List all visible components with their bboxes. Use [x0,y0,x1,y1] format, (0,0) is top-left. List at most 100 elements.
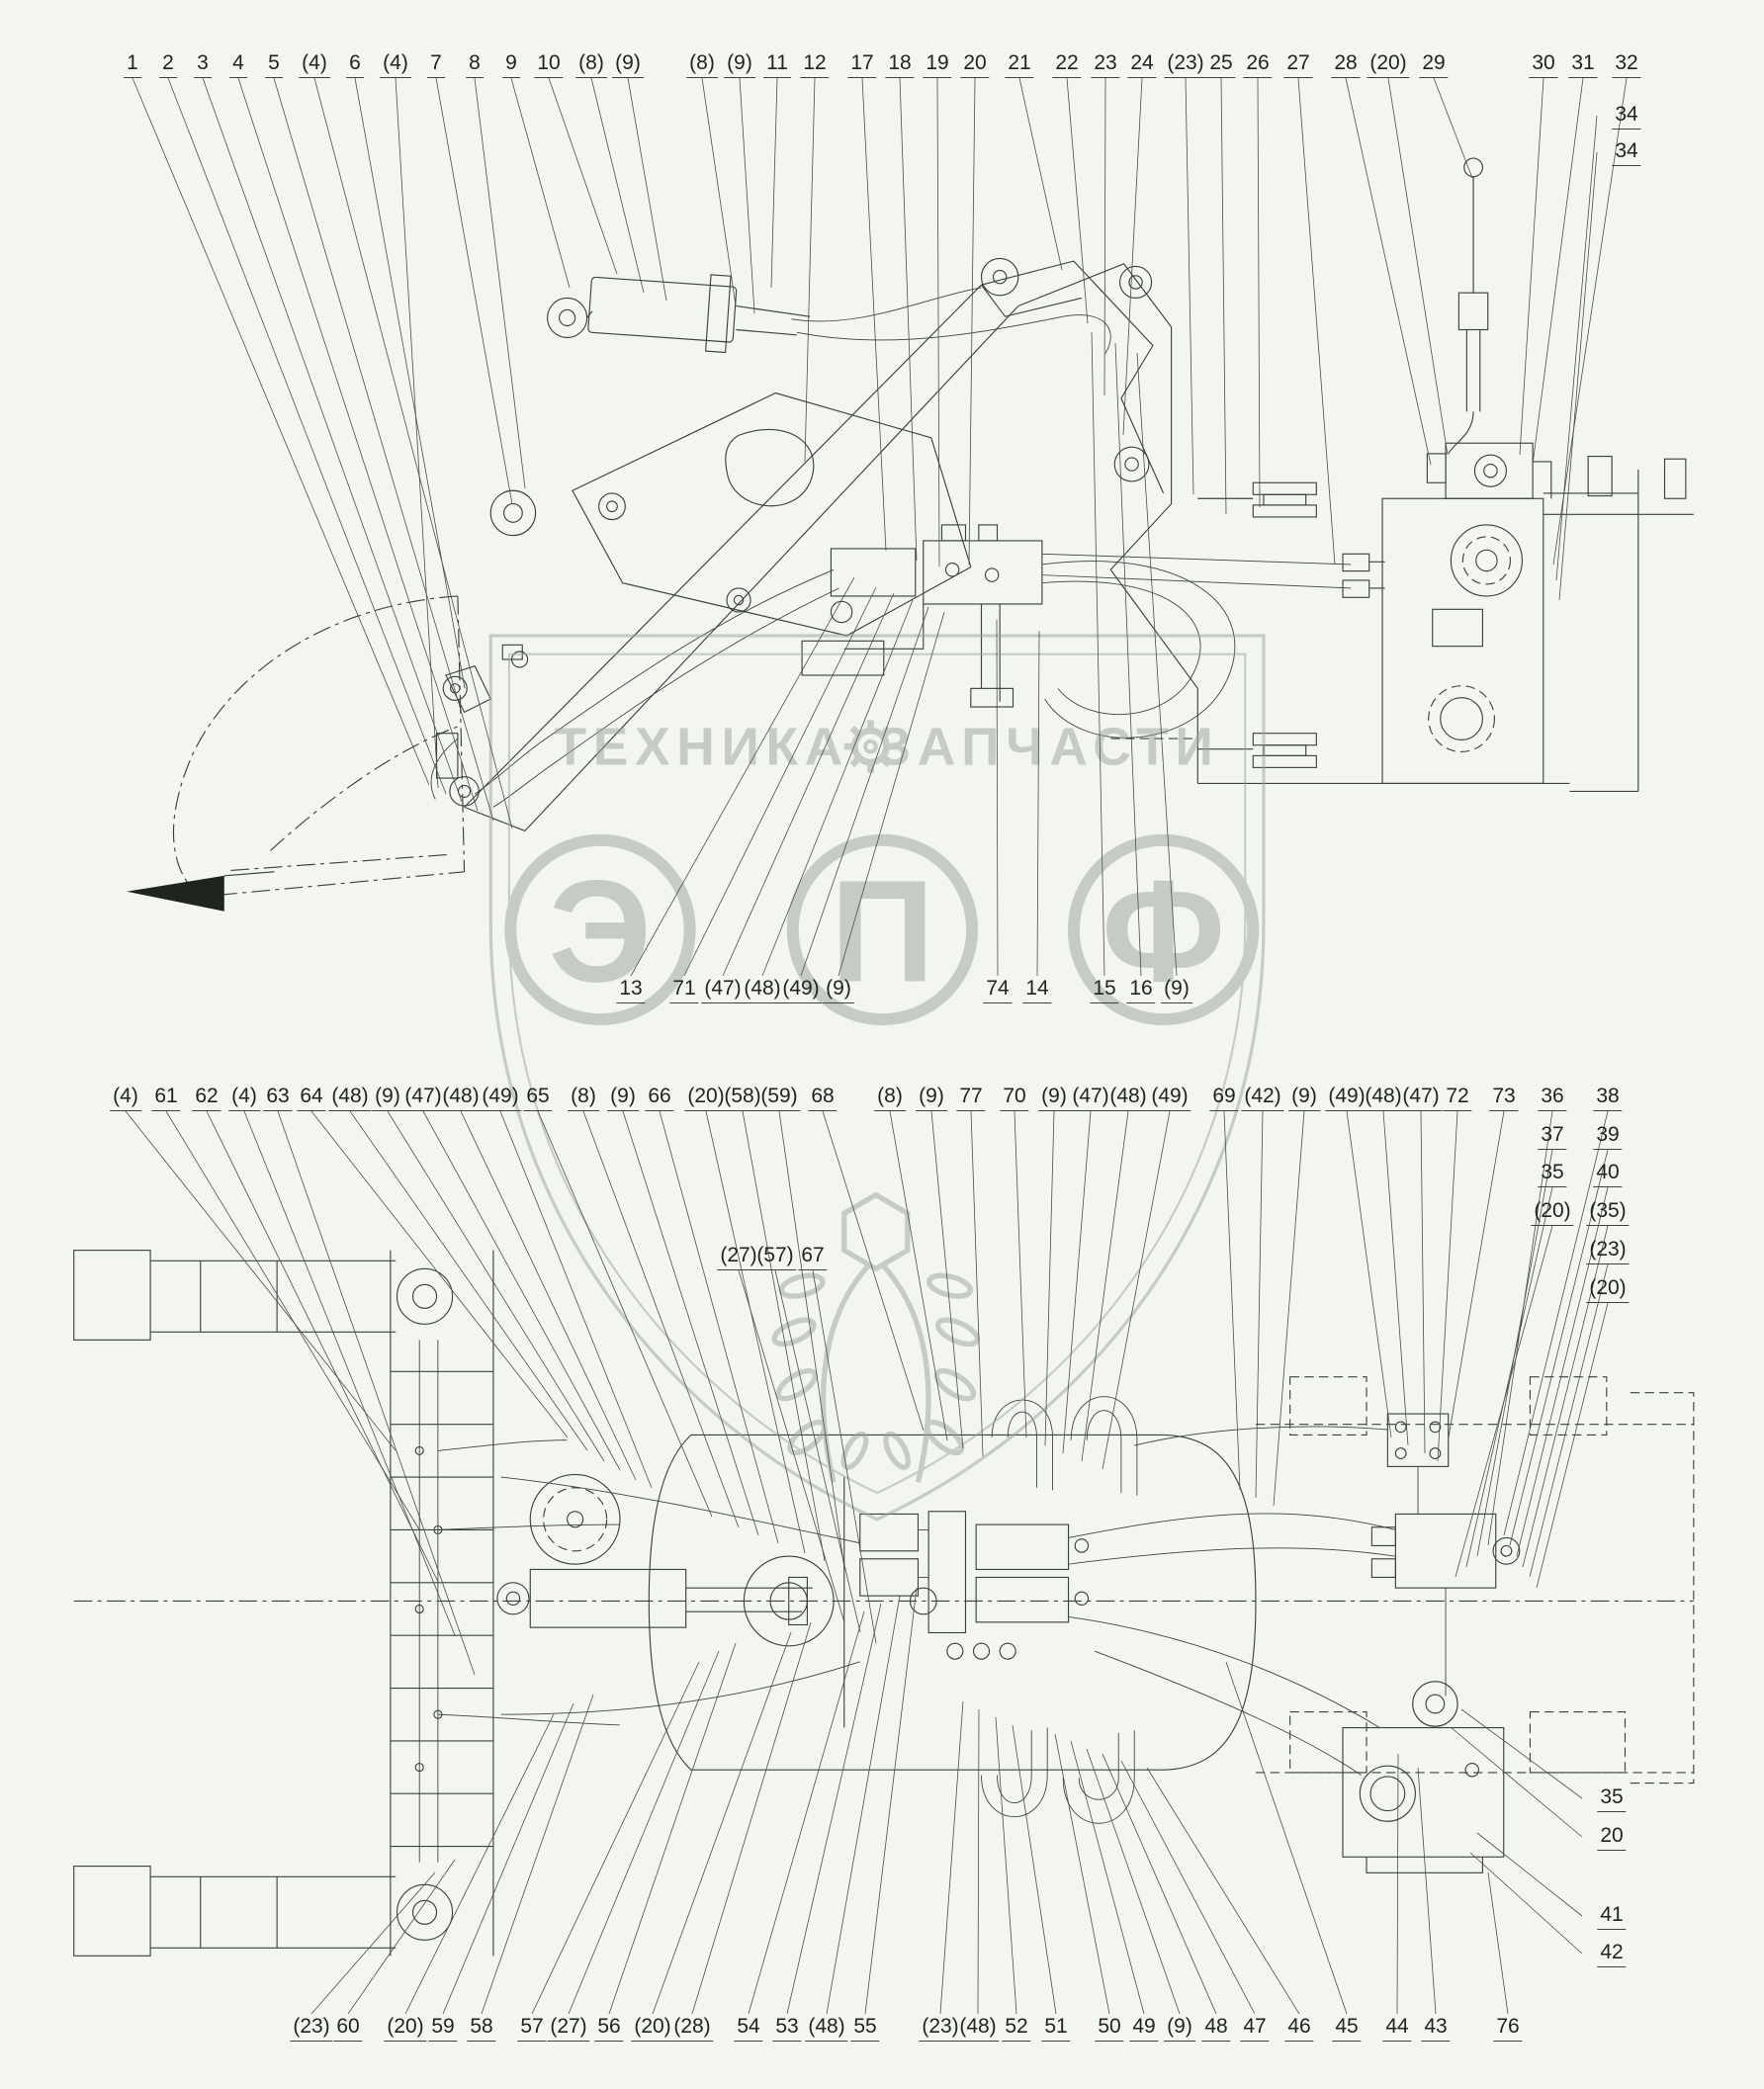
gear-icon [843,720,898,773]
callout-40: 40 [1593,1161,1623,1187]
wheat-icon [771,1191,981,1484]
callout-23: 23 [1091,51,1120,78]
callout-39: 39 [1593,1123,1623,1150]
callout-36: 36 [1538,1085,1567,1111]
callout-20: (20) [1586,1276,1630,1303]
callout-8: (8) [568,1085,599,1111]
chassis-top-view [73,1250,1695,1957]
callout-49: (49) [479,1085,522,1111]
callout-25: 25 [1206,51,1236,78]
loader-arm-side-view [127,157,1694,912]
watermark: ТЕХНИКА ЗАПЧАСТИ Э П Ф [488,634,1266,1522]
callout-9: 9 [502,51,520,78]
callout-47: (47) [401,1085,445,1111]
callout-4: (4) [228,1085,260,1111]
callout-26: 26 [1243,51,1273,78]
callout-35: 35 [1538,1161,1567,1187]
watermark-right-text: ЗАПЧАСТИ [878,719,1220,777]
callout-27: (27) [717,1244,760,1270]
svg-text:Э: Э [549,850,652,1012]
callout-49: (49) [779,977,823,1003]
callout-9: (9) [916,1085,947,1111]
callout-32: 32 [1612,51,1641,78]
callout-48: (48) [956,2015,1000,2042]
callout-49: 49 [1129,2015,1159,2042]
callout-17: 17 [847,51,877,78]
callout-48: (48) [1362,1085,1405,1111]
callout-44: 44 [1382,2015,1412,2042]
callout-67: 67 [798,1244,828,1270]
callout-65: 65 [523,1085,553,1111]
callout-43: 43 [1421,2015,1451,2042]
callout-27: 27 [1283,51,1313,78]
callout-20: (20) [1531,1199,1574,1226]
callout-58: 58 [467,2015,496,2042]
callout-8: 8 [466,51,484,78]
callout-30: 30 [1529,51,1558,78]
callout-73: 73 [1489,1085,1519,1111]
callout-23: (23) [1164,51,1207,78]
callout-7: 7 [427,51,445,78]
callout-74: 74 [983,977,1013,1003]
callout-23: (23) [919,2015,962,2042]
callout-9: (9) [1038,1085,1070,1111]
callout-14: 14 [1022,977,1052,1003]
callout-34: 34 [1612,103,1641,130]
callout-56: 56 [594,2015,624,2042]
callout-4: (4) [110,1085,141,1111]
callout-50: 50 [1095,2015,1124,2042]
callout-45: 45 [1332,2015,1362,2042]
callout-48: (48) [805,2015,848,2042]
bucket-tooth [127,875,224,912]
callout-37: 37 [1538,1123,1567,1150]
callout-8: (8) [575,51,607,78]
callout-64: 64 [297,1085,326,1111]
watermark-left-text: ТЕХНИКА [554,719,848,777]
callout-6: 6 [346,51,364,78]
callout-20: (20) [631,2015,674,2042]
shield-crest-icon [488,634,1266,1522]
callout-2: 2 [159,51,177,78]
callout-63: 63 [263,1085,293,1111]
callout-9: (9) [372,1085,403,1111]
callout-35: 35 [1597,1785,1627,1812]
callout-77: 77 [956,1085,986,1111]
callout-3: 3 [194,51,212,78]
callout-47: (47) [1069,1085,1112,1111]
callout-48: 48 [1201,2015,1231,2042]
callout-4: 4 [229,51,247,78]
callout-48: (48) [1106,1085,1150,1111]
svg-text:Ф: Ф [1102,850,1225,1012]
callout-34: 34 [1612,139,1641,166]
callout-9: (9) [1161,977,1192,1003]
callout-72: 72 [1443,1085,1472,1111]
callout-55: 55 [850,2015,880,2042]
callout-38: 38 [1593,1085,1623,1111]
callout-48: (48) [741,977,784,1003]
callout-18: 18 [885,51,915,78]
callout-20: (20) [1367,51,1410,78]
callout-10: 10 [534,51,564,78]
callout-4: (4) [299,51,330,78]
callout-52: 52 [1002,2015,1031,2042]
callout-21: 21 [1005,51,1034,78]
callout-71: 71 [669,977,699,1003]
callout-20: 20 [1597,1824,1627,1851]
callout-9: (9) [1288,1085,1320,1111]
callout-57: 57 [517,2015,547,2042]
callout-51: 51 [1041,2015,1071,2042]
callout-12: 12 [800,51,830,78]
callout-20: 20 [960,51,990,78]
callout-9: (9) [612,51,644,78]
callout-54: 54 [734,2015,763,2042]
callout-53: 53 [772,2015,802,2042]
callout-46: 46 [1284,2015,1314,2042]
callout-76: 76 [1493,2015,1523,2042]
callout-24: 24 [1127,51,1157,78]
callout-49: (49) [1325,1085,1368,1111]
callout-23: (23) [290,2015,333,2042]
callout-28: (28) [670,2015,714,2042]
callout-35: (35) [1586,1199,1630,1226]
callout-42: (42) [1241,1085,1284,1111]
